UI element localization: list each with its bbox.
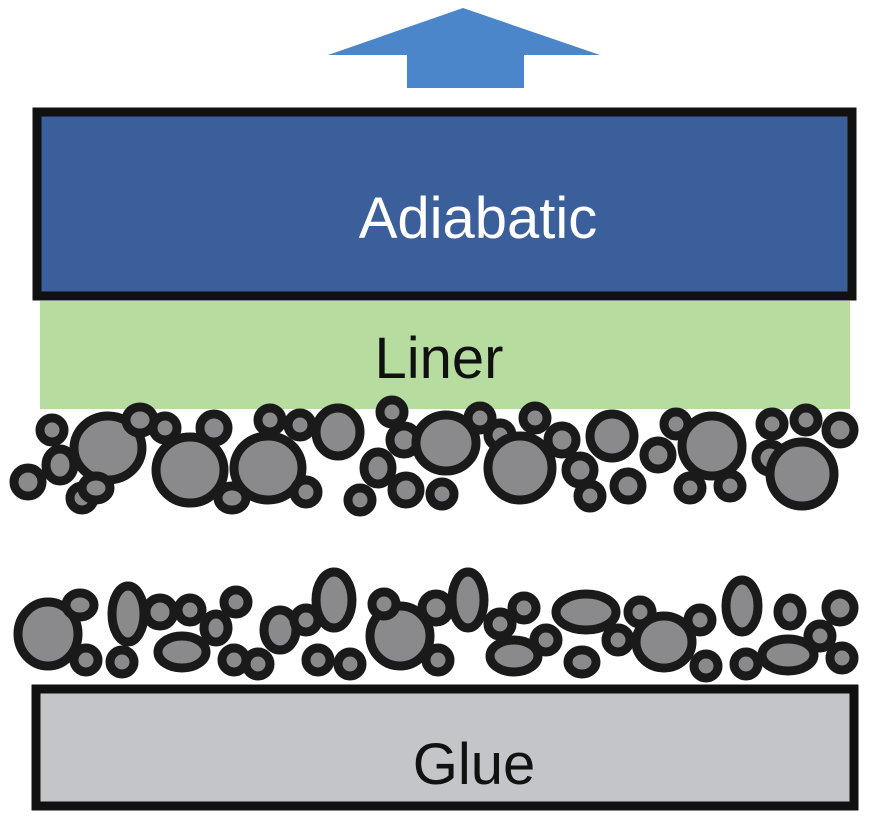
particle bbox=[219, 585, 253, 619]
particle bbox=[153, 631, 211, 673]
particle bbox=[529, 623, 563, 657]
particle bbox=[9, 463, 47, 501]
particle bbox=[483, 431, 557, 505]
particle bbox=[411, 410, 481, 476]
particle bbox=[69, 643, 103, 677]
particle bbox=[713, 469, 747, 503]
particle bbox=[301, 643, 335, 677]
particle bbox=[821, 411, 859, 449]
particle bbox=[311, 567, 357, 633]
particle bbox=[689, 649, 723, 683]
particle bbox=[573, 479, 607, 513]
particle bbox=[463, 401, 497, 435]
particle bbox=[41, 444, 79, 486]
particle bbox=[789, 403, 823, 437]
particle bbox=[151, 432, 229, 508]
particle bbox=[173, 593, 207, 627]
particle bbox=[425, 477, 459, 511]
particle bbox=[639, 436, 677, 474]
particle bbox=[311, 403, 365, 461]
particle bbox=[518, 401, 552, 435]
particle bbox=[683, 603, 717, 637]
particle bbox=[253, 403, 287, 437]
particle bbox=[77, 471, 115, 505]
particle bbox=[803, 619, 837, 653]
particle bbox=[507, 591, 541, 625]
particle bbox=[825, 641, 859, 675]
particle bbox=[673, 471, 707, 505]
particle bbox=[757, 634, 819, 676]
particle bbox=[585, 409, 639, 463]
particle bbox=[677, 411, 747, 481]
adiabatic-label: Adiabatic bbox=[359, 186, 598, 251]
particle bbox=[61, 588, 99, 622]
particle bbox=[35, 413, 69, 447]
particle bbox=[333, 647, 367, 681]
particle bbox=[447, 567, 489, 633]
particle bbox=[729, 647, 763, 681]
particle bbox=[141, 593, 179, 631]
particle bbox=[765, 437, 839, 511]
particle bbox=[289, 475, 323, 509]
glue-label: Glue bbox=[413, 732, 536, 797]
particle-row-lower bbox=[13, 567, 859, 683]
particle bbox=[421, 643, 455, 677]
liner-layer bbox=[40, 301, 850, 409]
glue-layer bbox=[31, 684, 859, 811]
particle bbox=[551, 589, 621, 635]
particle bbox=[195, 409, 233, 447]
particle bbox=[485, 635, 543, 677]
particle bbox=[241, 647, 275, 681]
particle bbox=[773, 593, 807, 631]
liner-label: Liner bbox=[375, 326, 504, 391]
particle bbox=[199, 609, 233, 647]
particle bbox=[367, 587, 401, 621]
particle bbox=[821, 589, 859, 627]
up-arrow-icon bbox=[328, 8, 600, 88]
particle bbox=[283, 408, 317, 442]
adiabatic-layer bbox=[32, 107, 857, 301]
particle bbox=[387, 471, 425, 509]
particle bbox=[543, 421, 581, 459]
particle bbox=[13, 597, 83, 671]
particle bbox=[631, 611, 697, 673]
particle bbox=[107, 581, 149, 647]
particle bbox=[601, 623, 635, 657]
particle bbox=[609, 467, 647, 505]
particle bbox=[417, 589, 455, 627]
particle bbox=[343, 483, 377, 517]
particle bbox=[563, 645, 601, 679]
particle bbox=[721, 575, 763, 637]
particle-row-upper bbox=[9, 395, 859, 517]
particle bbox=[483, 607, 517, 641]
particle bbox=[755, 407, 789, 441]
particle bbox=[375, 395, 409, 429]
particle bbox=[148, 411, 182, 445]
particle bbox=[105, 645, 139, 679]
particle bbox=[359, 447, 397, 489]
